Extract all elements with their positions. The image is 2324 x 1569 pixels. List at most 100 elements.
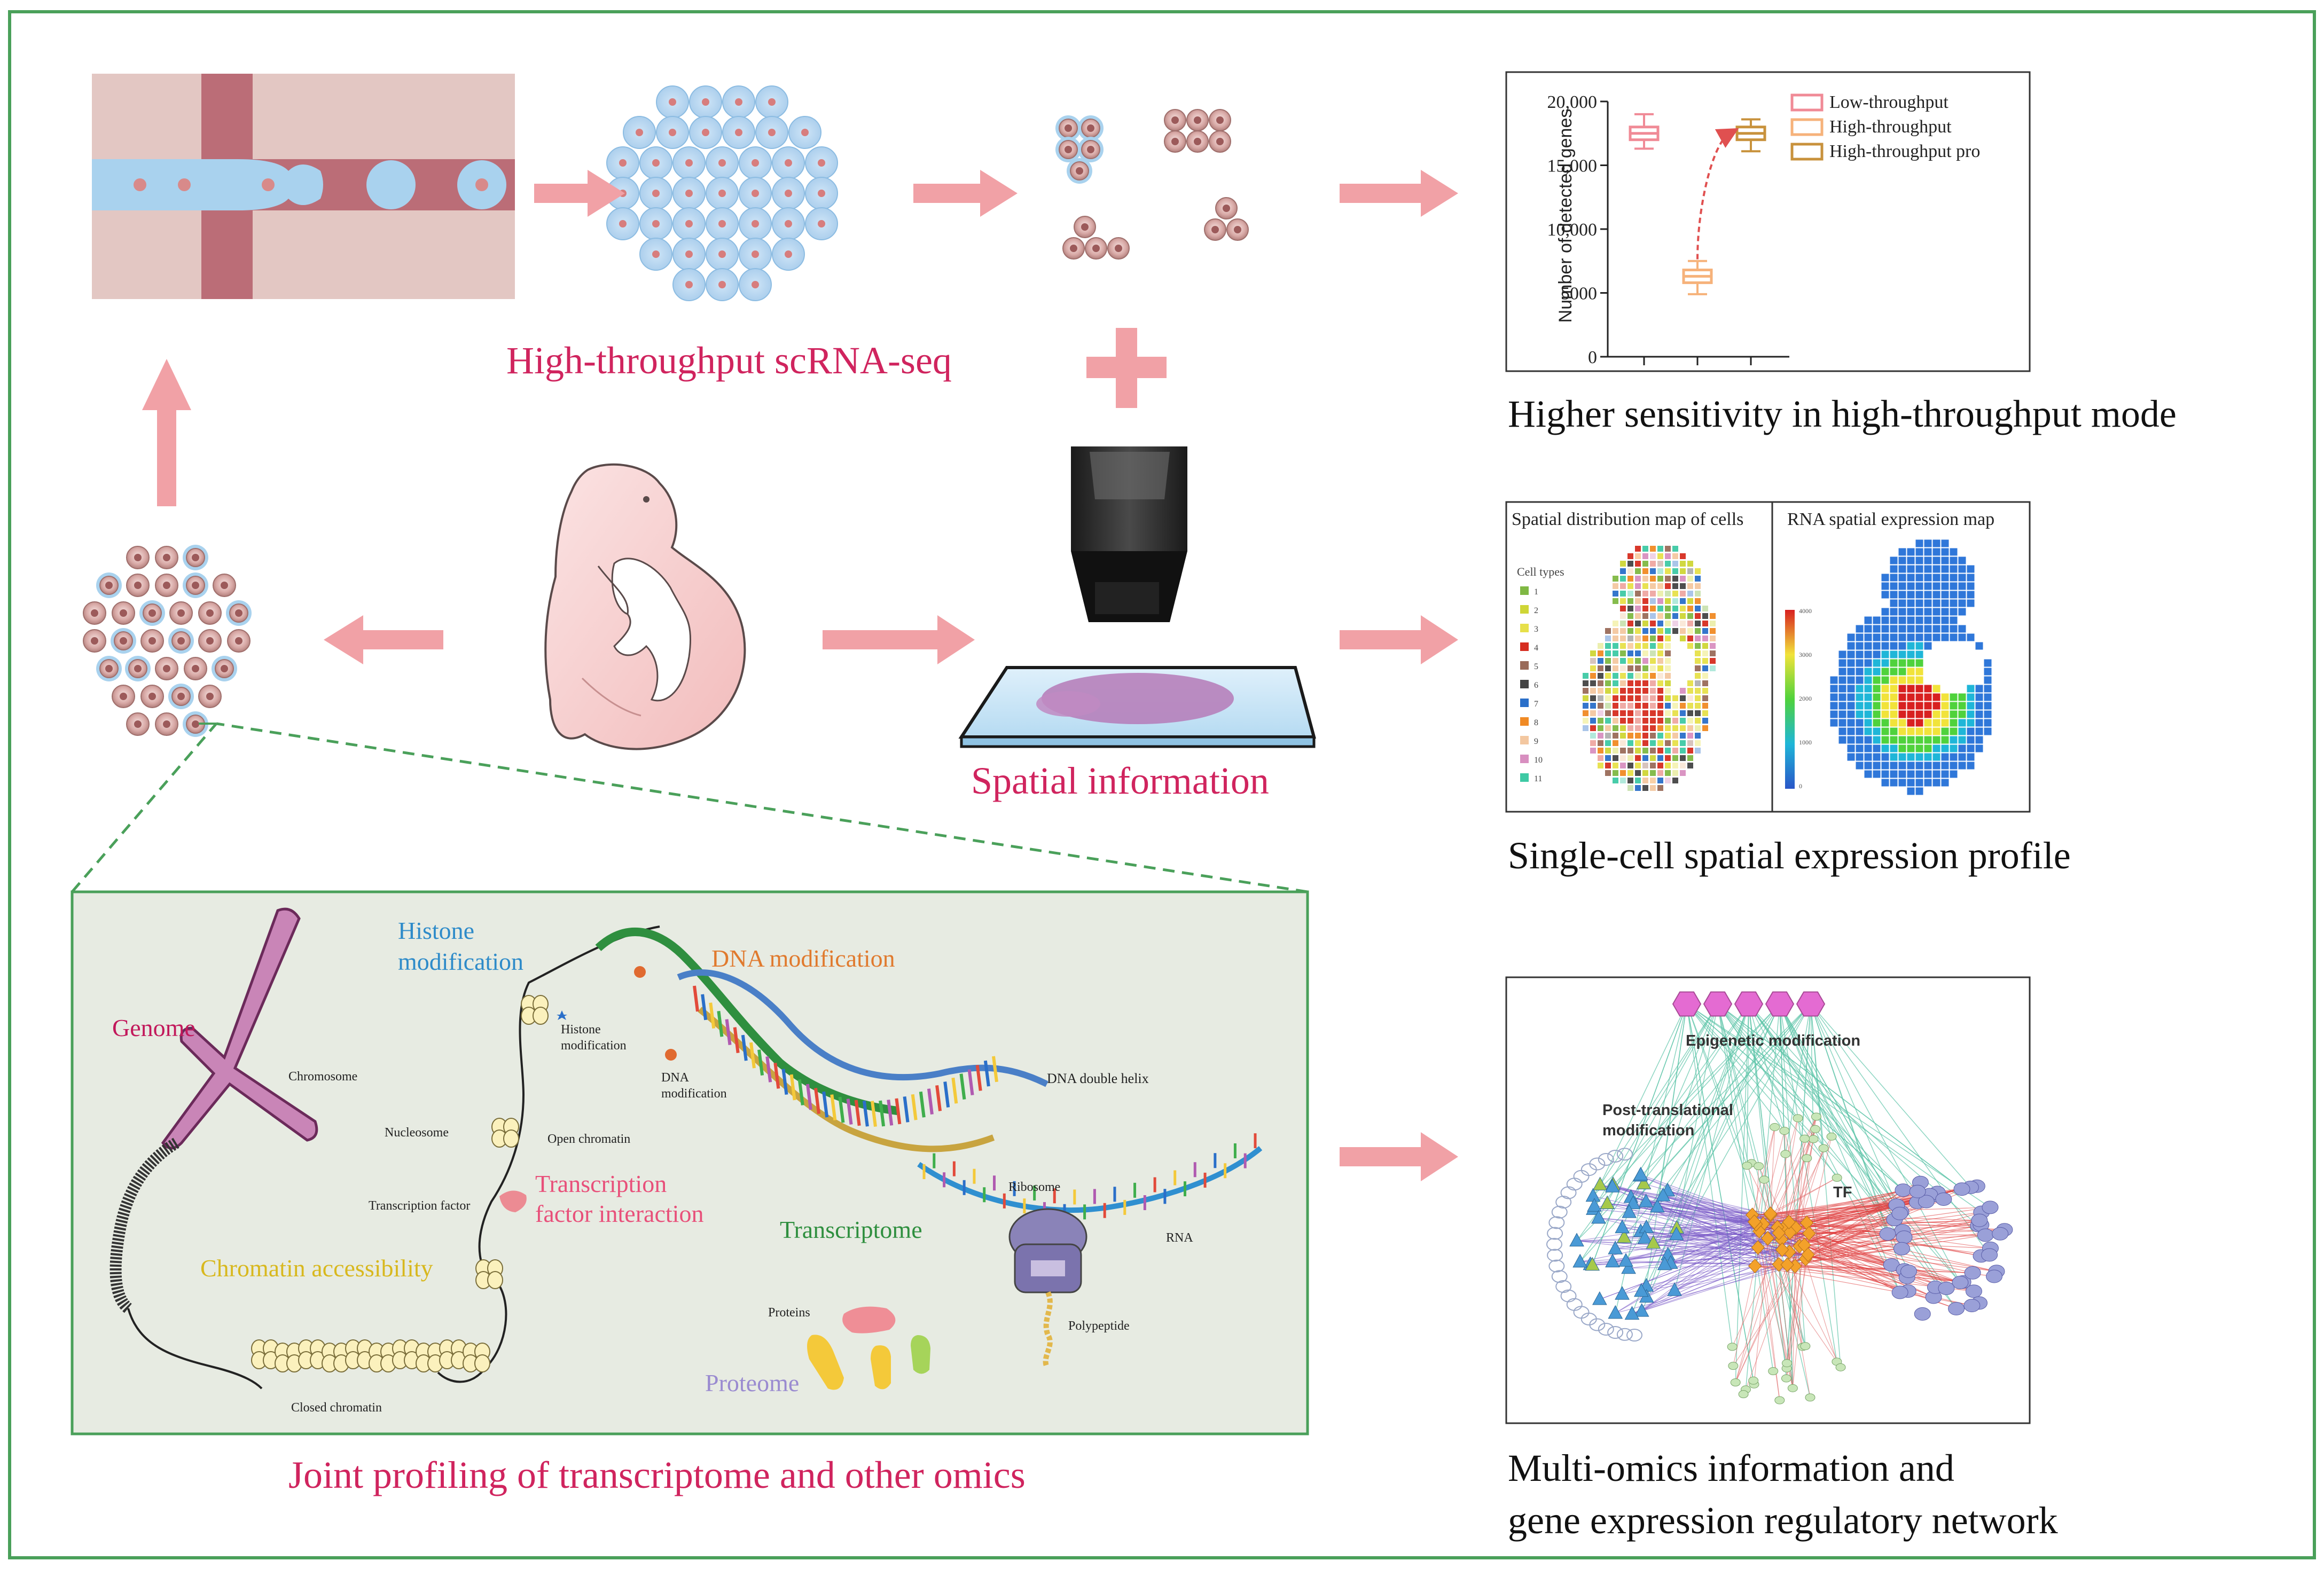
cell-spot	[1635, 680, 1641, 686]
cell-spot	[1620, 636, 1626, 641]
expr-spot	[1881, 685, 1889, 693]
cell-spot	[1680, 553, 1686, 559]
cell-type-label: 1	[1534, 587, 1538, 597]
expr-spot	[1890, 744, 1898, 752]
cell-spot	[1590, 733, 1596, 739]
expr-spot	[1864, 642, 1872, 650]
expr-spot	[1950, 625, 1958, 633]
cell-spot	[1613, 591, 1618, 597]
cell-spot	[1613, 576, 1618, 582]
expr-spot	[1941, 574, 1949, 582]
expr-spot	[1932, 710, 1940, 718]
cell-spot	[1650, 576, 1656, 582]
expr-spot	[1941, 762, 1949, 770]
cell-spot	[1583, 695, 1589, 701]
expr-spot	[1967, 591, 1975, 599]
spatial-profile-caption: Single-cell spatial expression profile	[1508, 836, 2071, 876]
cell-spot	[1680, 740, 1686, 746]
cell-type-label: 11	[1534, 774, 1542, 783]
cell-spot	[1665, 576, 1671, 582]
expr-spot	[1856, 727, 1864, 735]
cell-spot	[1635, 770, 1641, 776]
cell-spot	[1635, 650, 1641, 656]
cell-spot	[1590, 665, 1596, 671]
cell-spot	[1657, 733, 1663, 739]
cell-spot	[1665, 613, 1671, 619]
expr-spot	[1941, 744, 1949, 752]
expr-spot	[1898, 574, 1906, 582]
cell-spot	[1665, 680, 1671, 686]
expr-spot	[1915, 556, 1923, 564]
cell-spot	[1620, 688, 1626, 694]
expr-spot	[1881, 650, 1889, 658]
cell-spot	[1627, 598, 1633, 604]
network-node	[1801, 1343, 1810, 1350]
expr-spot	[1898, 702, 1906, 710]
expr-spot	[1873, 727, 1881, 735]
dissociated-cells	[83, 545, 252, 737]
embryo-illustration	[545, 465, 745, 749]
expr-spot	[1932, 608, 1940, 616]
expr-spot	[1898, 659, 1906, 667]
network-node	[1971, 1214, 1987, 1227]
expr-spot	[1915, 539, 1923, 547]
cell-spot	[1627, 628, 1633, 634]
expr-spot	[1907, 642, 1915, 650]
expr-spot	[1941, 556, 1949, 564]
cell-spot	[1620, 665, 1626, 671]
expr-spot	[1915, 676, 1923, 684]
expr-spot	[1915, 608, 1923, 616]
expr-spot	[1890, 693, 1898, 701]
cell-type-label: 8	[1534, 718, 1538, 727]
cell-spot	[1657, 778, 1663, 783]
expr-spot	[1984, 676, 1992, 684]
cell-spot	[1672, 576, 1678, 582]
expr-spot	[1915, 753, 1923, 761]
network-node	[1892, 1207, 1908, 1220]
cell-spot	[1620, 576, 1626, 582]
arrow-right-icon	[534, 170, 625, 217]
cell-spot	[1702, 628, 1708, 634]
cell-spot	[1642, 740, 1648, 746]
cell-spot	[1605, 770, 1611, 776]
network-node	[1809, 1135, 1818, 1143]
cell-spot	[1635, 725, 1641, 731]
cell-spot	[1650, 710, 1656, 716]
expr-spot	[1915, 702, 1923, 710]
expr-spot	[1907, 625, 1915, 633]
expr-spot	[1890, 762, 1898, 770]
expr-spot	[1924, 574, 1932, 582]
y-axis-label: Number of detected genes	[1555, 109, 1576, 323]
expr-spot	[1890, 685, 1898, 693]
network-node	[1759, 1176, 1769, 1183]
cell-spot	[1650, 613, 1656, 619]
cell-spot	[1672, 733, 1678, 739]
expr-spot	[1864, 736, 1872, 744]
expr-spot	[1975, 744, 1983, 752]
expr-spot	[1932, 719, 1940, 727]
network-node	[1811, 1125, 1820, 1133]
network-node	[1781, 1150, 1790, 1158]
network-node	[1965, 1266, 1981, 1279]
network-node	[1832, 1174, 1842, 1181]
expr-spot	[1950, 599, 1958, 607]
cell-spot	[1680, 688, 1686, 694]
cell-spot	[1613, 725, 1618, 731]
cell-spot	[1635, 740, 1641, 746]
cell-spot	[1702, 613, 1708, 619]
cell-spot	[1650, 591, 1656, 597]
expr-spot	[1838, 727, 1846, 735]
expr-spot	[1856, 719, 1864, 727]
expr-spot	[1924, 744, 1932, 752]
transcription-factor-label: Transcription factor	[369, 1199, 470, 1213]
cell-spot	[1590, 658, 1596, 664]
spatial-information-caption: Spatial information	[971, 761, 1269, 802]
cell-spot	[1590, 650, 1596, 656]
expr-spot	[1967, 762, 1975, 770]
scrna-seq-caption: High-throughput scRNA-seq	[506, 341, 952, 381]
cell-spot	[1613, 763, 1618, 768]
expr-spot	[1873, 753, 1881, 761]
cell-spot	[1627, 568, 1633, 574]
cell-spot	[1672, 710, 1678, 716]
cell-spot	[1590, 748, 1596, 754]
